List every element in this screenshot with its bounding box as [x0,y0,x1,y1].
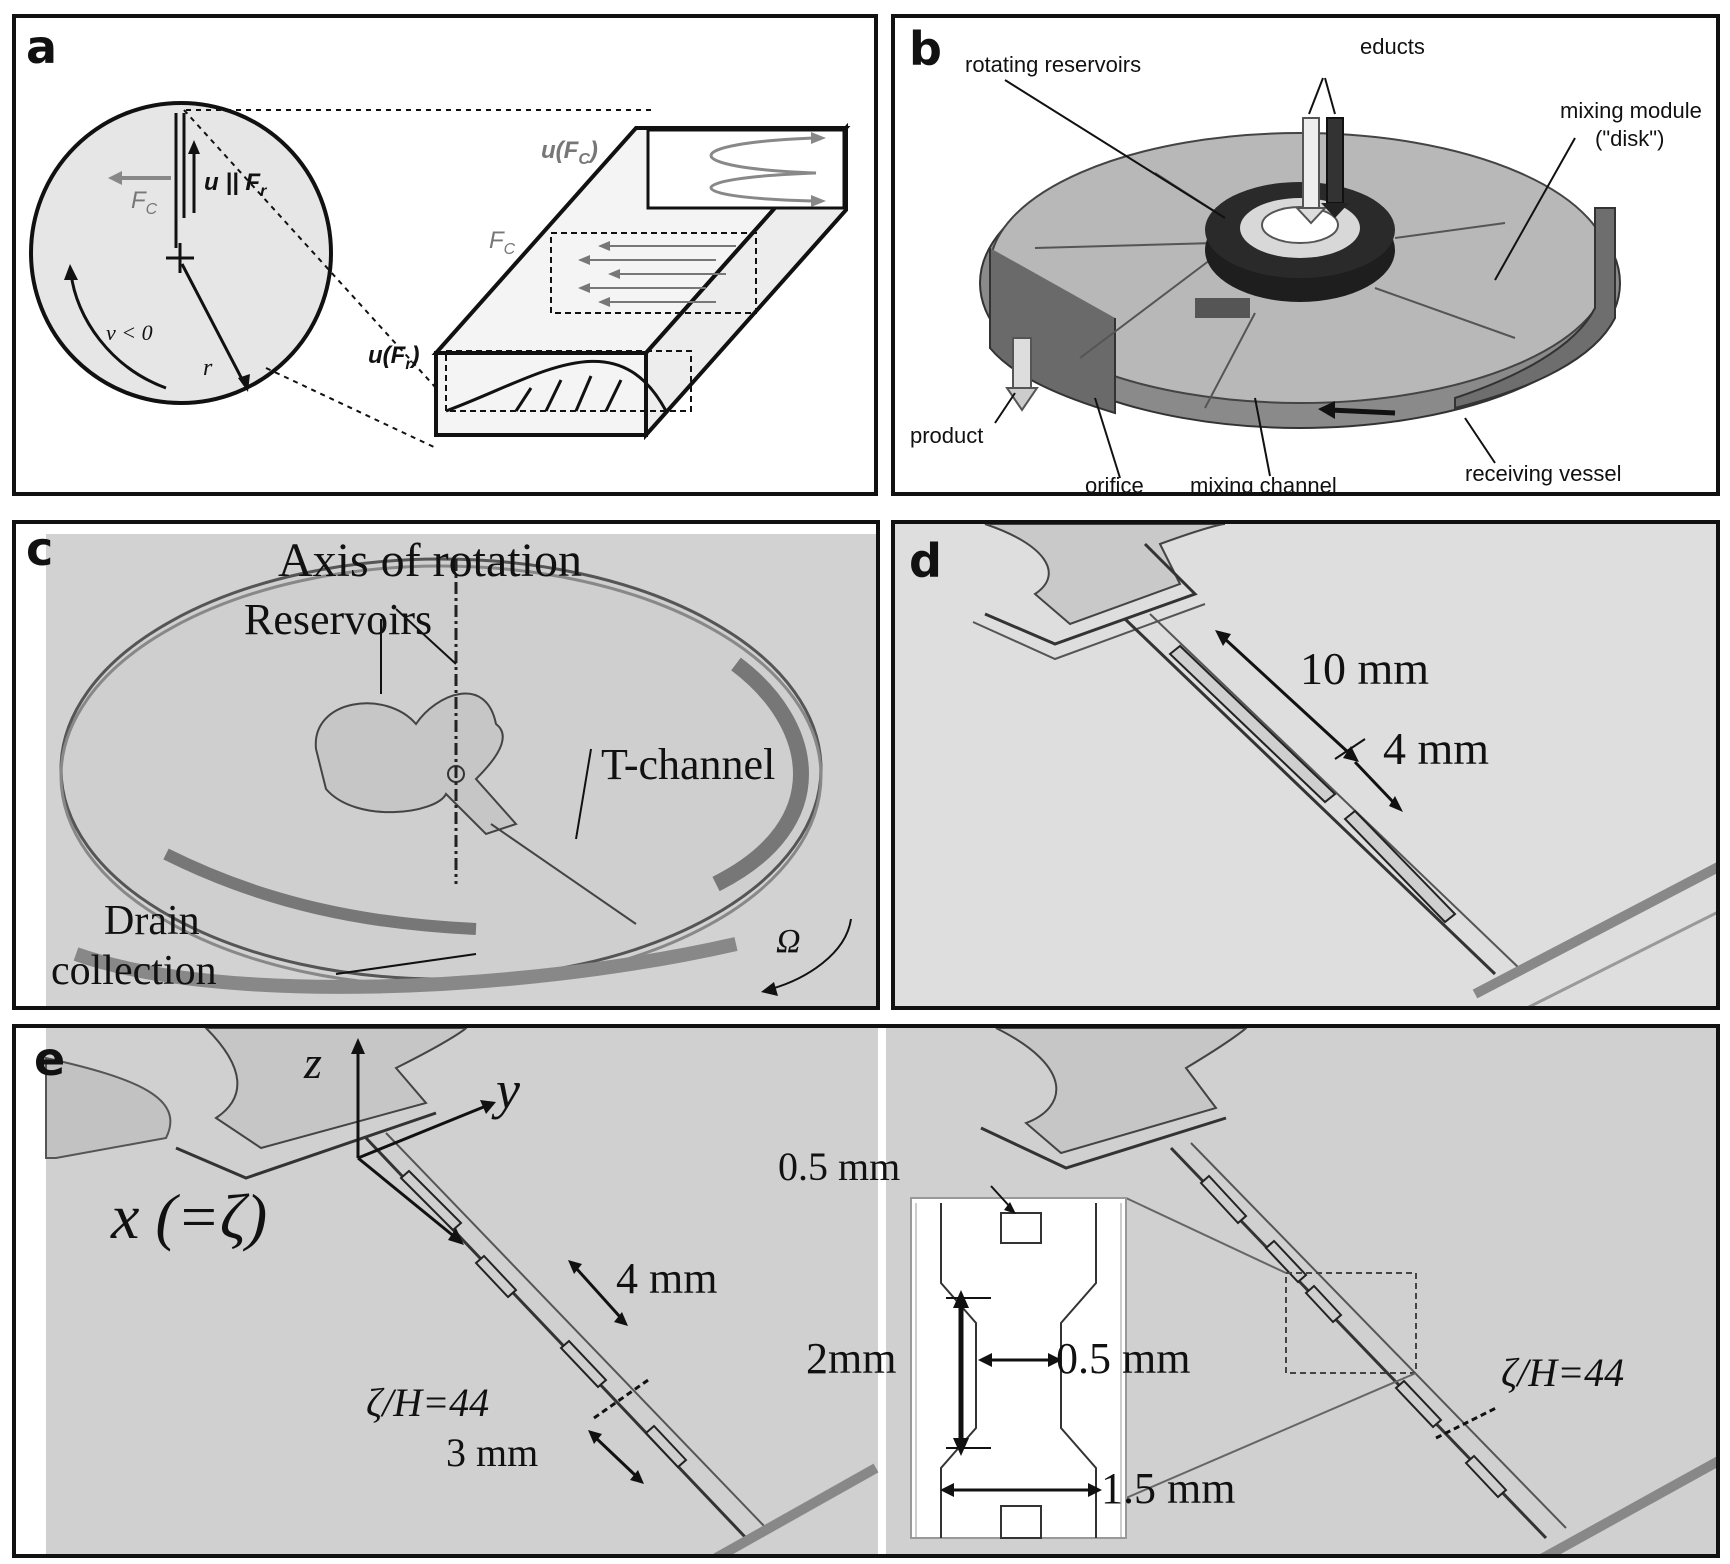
panel-e: z y x (=ζ) 4 mm ζ/H=44 3 mm 0.5 mm 2mm 0… [12,1024,1720,1558]
rotating-reservoirs-label: rotating reservoirs [965,52,1141,77]
svg-text:u(FC): u(FC) [541,137,598,168]
axis-of-rotation-label: Axis of rotation [278,534,582,587]
left-reservoir-blob [204,1028,468,1150]
right-reservoir-blob [995,1028,1248,1155]
x-axis [357,1156,457,1240]
u-fc-label: u(F [541,137,580,164]
svg-text:FC: FC [131,187,158,218]
dimension-10mm-label: 10 mm [1300,643,1429,694]
panel-label-d: d [909,534,942,588]
panel-label-b: b [909,22,942,76]
drain-label: Drain [104,898,200,944]
panel-e-diagram: z y x (=ζ) 4 mm ζ/H=44 3 mm 0.5 mm 2mm 0… [45,1028,1716,1554]
svg-text:u(Fr): u(Fr) [368,342,420,373]
panel-d: 10 mm 4 mm d [891,520,1720,1010]
panel-a-diagram: u(FC) FC u(Fr) FC u || Fr ν < 0 r [29,101,851,449]
nu-label: ν < 0 [106,320,153,345]
detail-inset [910,1197,1127,1539]
omega-label: Ω [776,923,801,960]
mixing-module-label: mixing module [1560,98,1702,123]
zeta-h-left-label: ζ/H=44 [366,1380,489,1425]
zeta-h-right-label: ζ/H=44 [1501,1350,1624,1395]
dimension-05mm-top-label: 0.5 mm [778,1144,900,1189]
panel-b-diagram: rotating reservoirs educts mixing module… [910,34,1702,496]
slot-2 [1343,809,1457,924]
mixing-channel-label: mixing channel [1190,473,1337,496]
dimension-2mm-label: 2mm [806,1334,896,1383]
receiving-vessel-label: receiving vessel [1465,461,1622,486]
svg-text:u || Fr: u || Fr [204,169,267,200]
fc-label: F [489,227,505,254]
dimension-15mm-label: 1.5 mm [1101,1464,1235,1513]
svg-text:FC: FC [489,227,516,258]
panel-label-a: a [26,20,58,74]
rotation-arc [69,272,167,390]
reservoirs-label: Reservoirs [244,595,432,644]
orifice-label: orifice [1085,473,1144,496]
product-label: product [910,423,983,448]
reservoir-blob [984,524,1226,626]
educts-label: educts [1360,34,1425,59]
radius-label: r [203,355,213,381]
collection-label: collection [51,948,217,994]
panel-label-c: c [26,522,54,576]
disk-label: ("disk") [1595,126,1664,151]
panel-label-e: e [34,1032,66,1086]
educt-tube-dark [1326,117,1344,204]
t-channel-label: T-channel [601,740,775,789]
zoom-box [1285,1272,1417,1374]
dimension-3mm-label: 3 mm [446,1430,538,1475]
educt-tube-light [1302,117,1320,209]
radius-arrow [180,263,246,384]
panel-d-diagram: 10 mm 4 mm [895,524,1716,1006]
z-axis-label: z [303,1037,322,1088]
y-axis [357,1104,487,1160]
panel-a: u(FC) FC u(Fr) FC u || Fr ν < 0 r a [12,14,878,496]
panel-c-diagram: Axis of rotation Reservoirs T-channel Dr… [46,534,876,1006]
y-axis-label: y [491,1060,520,1120]
dimension-05mm-mid-label: 0.5 mm [1056,1334,1190,1383]
dimension-4mm-label: 4 mm [616,1254,717,1303]
vessel-wall-right [1454,207,1616,410]
x-axis-label: x (=ζ) [110,1181,267,1252]
circle-fc-label: F [131,187,147,214]
panel-c: Axis of rotation Reservoirs T-channel Dr… [12,520,880,1010]
panel-b: rotating reservoirs educts mixing module… [891,14,1720,496]
u-fr-label: u(F [368,342,407,369]
reservoirs-shape [314,692,518,836]
u-parallel-label: u || F [204,169,261,196]
dimension-4mm-label: 4 mm [1383,723,1489,774]
product-tube [1012,337,1032,389]
slot-1 [1168,644,1337,804]
